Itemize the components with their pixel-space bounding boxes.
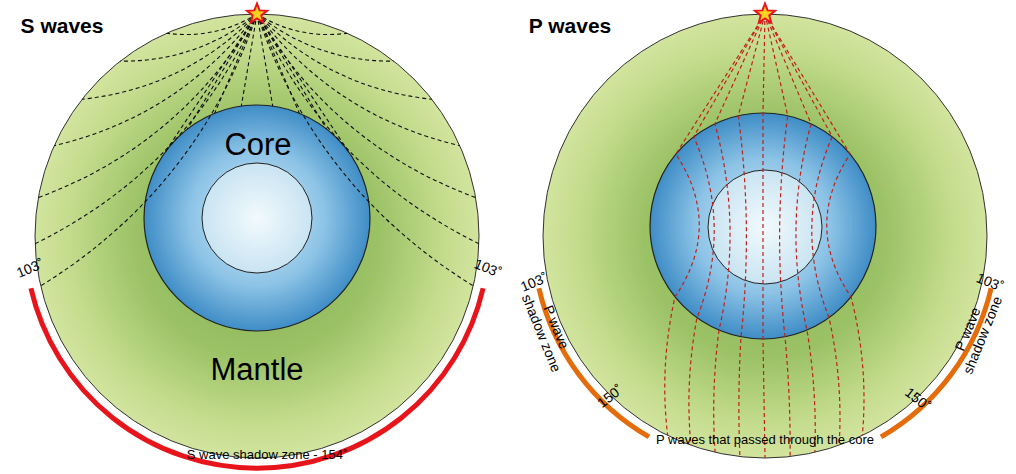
region-name: Core	[145, 127, 371, 163]
angle-label: 103˚	[518, 269, 550, 294]
p-ray	[714, 14, 765, 452]
mantle-region: Mantle Core	[35, 14, 479, 458]
s-ray	[257, 14, 476, 198]
zone-label: P wave shadow zone	[944, 287, 1005, 377]
p-ray	[765, 14, 840, 445]
zone-caption: S wave shadow zone - 154˚	[187, 448, 347, 463]
p-ray	[765, 14, 864, 436]
s-shadow-arc	[31, 288, 483, 468]
s-wave-earth	[35, 14, 479, 458]
s-ray	[167, 14, 257, 35]
s-ray	[35, 14, 257, 244]
panel-title: S waves	[21, 14, 104, 38]
zone-label: P wave shadow zone	[518, 285, 579, 375]
p-ray	[765, 14, 815, 452]
angle-label: 150˚	[594, 381, 626, 411]
s-ray	[257, 14, 460, 146]
s-ray	[82, 14, 257, 99]
star-symbol	[247, 4, 267, 23]
s-ray	[187, 14, 257, 129]
core-region: Core	[145, 105, 371, 331]
p-ray	[763, 14, 765, 458]
angle-label: 103˚	[472, 255, 504, 280]
region-name: Mantle	[35, 352, 479, 388]
angle-label: 150˚	[902, 384, 934, 414]
s-ray	[215, 14, 257, 113]
zone-caption: P waves that passed through the core	[656, 433, 874, 448]
epicenter-star	[247, 4, 775, 23]
p-wave-earth	[543, 14, 987, 458]
s-ray	[120, 14, 257, 61]
s-ray	[257, 14, 432, 99]
p-wave-rays	[665, 14, 864, 458]
p-ray	[689, 14, 765, 445]
p-ray	[738, 14, 765, 457]
s-ray	[257, 14, 327, 129]
angle-label: 103˚	[14, 255, 46, 280]
s-ray	[38, 14, 257, 198]
s-ray	[257, 14, 299, 113]
p-ray	[765, 14, 790, 457]
s-wave-rays	[35, 14, 479, 286]
panel-title: P waves	[529, 14, 612, 38]
angle-label: 103˚	[974, 269, 1006, 294]
star-symbol	[755, 4, 775, 23]
